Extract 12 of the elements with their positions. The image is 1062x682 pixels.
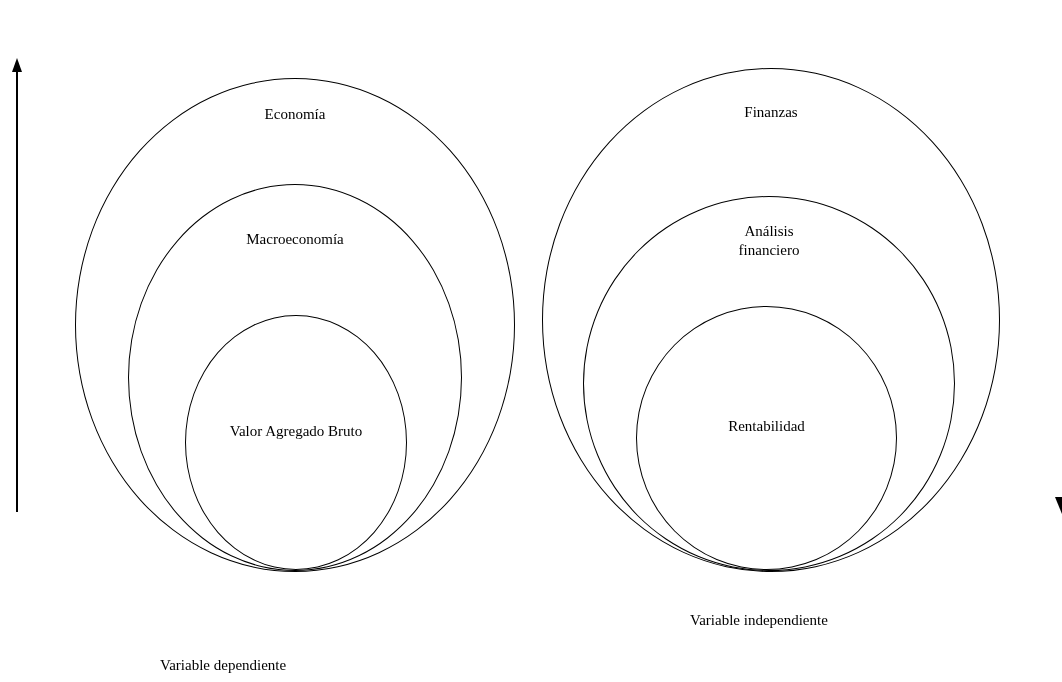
set-label: Finanzas (743, 103, 799, 122)
variable-caption: Variable independiente (690, 612, 828, 629)
variable-caption: Variable dependiente (160, 657, 287, 674)
set-ellipse (583, 196, 955, 571)
set-label: Análisis financiero (737, 222, 801, 260)
set-label: Rentabilidad (727, 417, 806, 436)
set-label: Macroeconomía (245, 230, 345, 249)
set-ellipse (128, 184, 462, 571)
set-ellipse (75, 78, 515, 572)
set-label: Valor Agregado Bruto (228, 421, 364, 441)
set-ellipse (185, 315, 407, 570)
set-label: Economía (263, 105, 327, 124)
